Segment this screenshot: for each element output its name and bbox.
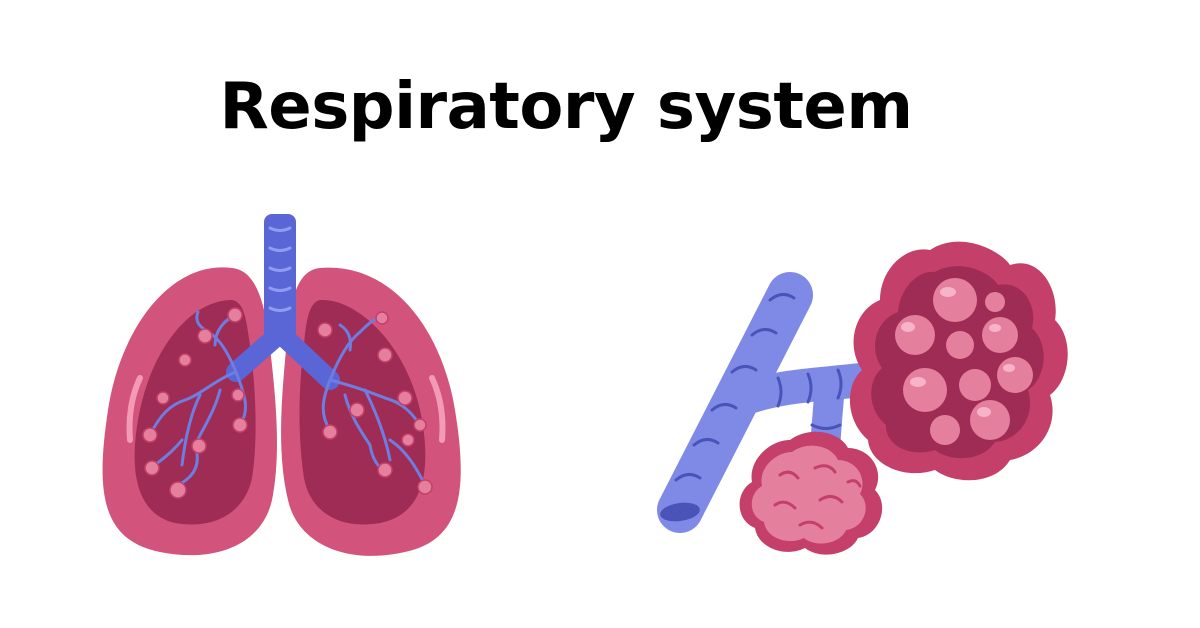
right-bronchus	[272, 325, 340, 390]
lungs-icon	[102, 214, 461, 556]
left-lung-inner	[134, 300, 256, 525]
bronchiole-branch	[723, 363, 877, 417]
alveoli-icon	[657, 241, 1068, 555]
diagram-title: Respiratory system	[219, 70, 914, 144]
left-bronchus	[226, 325, 288, 382]
trachea	[264, 214, 296, 342]
